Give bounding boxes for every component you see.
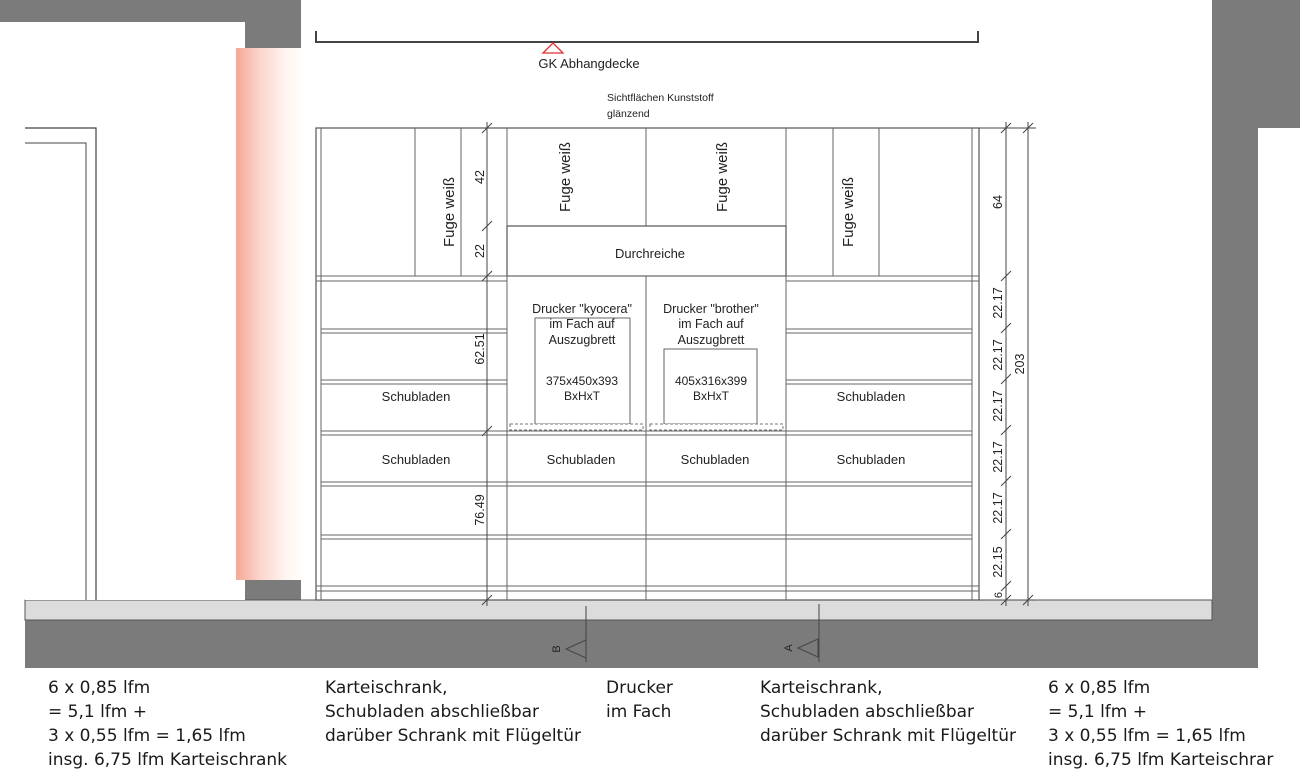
- dim-left: 22: [473, 244, 487, 258]
- printer-left-dims: 375x450x393: [546, 374, 618, 388]
- printer-right-unit: BxHxT: [693, 389, 730, 403]
- floor-screed: [24, 599, 1213, 621]
- printer-left-line3: Auszugbrett: [549, 333, 616, 347]
- door-frame-inner: [25, 142, 87, 600]
- fuge-label: Fuge weiß: [557, 142, 574, 212]
- surface-note-2: glänzend: [607, 108, 650, 120]
- dim-left: 62.51: [473, 333, 487, 364]
- dim-right: 64: [991, 195, 1005, 209]
- wall-top-left: [0, 0, 245, 22]
- shelf-lines: [316, 275, 979, 592]
- fuge-label: Fuge weiß: [441, 177, 458, 247]
- drawer-label: Schubladen: [547, 452, 616, 467]
- printer-left-line1: Drucker "kyocera": [532, 302, 632, 316]
- dim-left: 42: [473, 170, 487, 184]
- dim-right: 22.17: [991, 339, 1005, 370]
- dim-right: 22.15: [991, 546, 1005, 577]
- wall-top-right: [1212, 0, 1300, 128]
- section-label-b: B: [551, 645, 563, 652]
- dim-chain-left: [481, 122, 493, 606]
- printer-right-line3: Auszugbrett: [678, 333, 745, 347]
- section-marker-a: [796, 604, 820, 662]
- dim-chain-right: [979, 122, 1036, 606]
- printer-right-line2: im Fach auf: [678, 317, 744, 331]
- floor-slab: [25, 620, 1258, 668]
- dim-total: 203: [1013, 354, 1027, 375]
- dim-right: 6: [993, 592, 1005, 598]
- pullout-right: [649, 423, 784, 431]
- caption-left: 6 x 0,85 lfm= 5,1 lfm +3 x 0,55 lfm = 1,…: [48, 678, 287, 770]
- printer-right-dims: 405x316x399: [675, 374, 747, 388]
- dim-right: 22.17: [991, 441, 1005, 472]
- printer-right-box: [663, 348, 758, 425]
- dim-right: 22.17: [991, 390, 1005, 421]
- door-frame-outer: [25, 127, 97, 600]
- dim-right: 22.17: [991, 287, 1005, 318]
- dim-right: 22.17: [991, 492, 1005, 523]
- dim-left: 76.49: [473, 494, 487, 525]
- caption-right: 6 x 0,85 lfm= 5,1 lfm +3 x 0,55 lfm = 1,…: [1048, 678, 1274, 770]
- drawer-label: Schubladen: [382, 452, 451, 467]
- pass-through-label: Durchreiche: [615, 246, 685, 261]
- section-label-a: A: [783, 644, 795, 652]
- room-opening: [25, 22, 245, 600]
- pass-through: [506, 225, 787, 277]
- ceiling-line: [315, 31, 979, 43]
- drawer-label: Schubladen: [837, 389, 906, 404]
- drawer-label: Schubladen: [382, 389, 451, 404]
- ceiling-marker: [541, 42, 565, 54]
- fuge-label: Fuge weiß: [714, 142, 731, 212]
- ceiling-label: GK Abhangdecke: [538, 56, 639, 71]
- wall-right: [1212, 128, 1258, 668]
- surface-note-1: Sichtflächen Kunststoff: [607, 92, 714, 104]
- pillar: [236, 48, 306, 580]
- pullout-left: [509, 423, 644, 431]
- cabinet-outline: [315, 127, 980, 601]
- printer-left-unit: BxHxT: [564, 389, 601, 403]
- drawer-label: Schubladen: [681, 452, 750, 467]
- section-marker-b: [564, 606, 587, 662]
- printer-left-line2: im Fach auf: [549, 317, 615, 331]
- drawer-label: Schubladen: [837, 452, 906, 467]
- fuge-label: Fuge weiß: [840, 177, 857, 247]
- printer-right-line1: Drucker "brother": [663, 302, 759, 316]
- upper-doors: [414, 128, 880, 600]
